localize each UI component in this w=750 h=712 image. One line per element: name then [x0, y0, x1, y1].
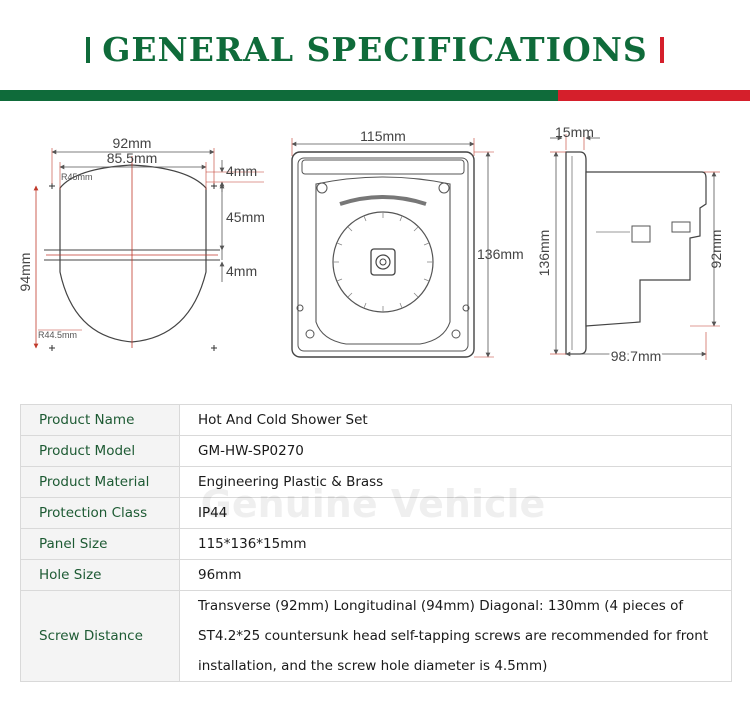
stripe-red — [558, 90, 750, 101]
page-title: GENERAL SPECIFICATIONS — [0, 30, 750, 69]
panel-screws — [296, 182, 470, 339]
spec-value: 115*136*15mm — [179, 528, 732, 560]
spec-value: GM-HW-SP0270 — [179, 435, 732, 467]
stripe-green — [0, 90, 558, 101]
cutout-shape — [59, 164, 207, 343]
dim-r45: R45mm — [61, 172, 93, 182]
dim-98-7: 98.7mm — [611, 348, 662, 364]
spec-label: Panel Size — [20, 528, 180, 560]
panel-front-drawing: 115mm — [291, 128, 524, 358]
dim-15: 15mm — [555, 124, 594, 140]
dim-92: 92mm — [113, 135, 152, 151]
dim-92-side: 92mm — [708, 230, 724, 269]
spec-value: IP44 — [179, 497, 732, 529]
dim-r44-5: R44.5mm — [38, 330, 77, 340]
dim-94: 94mm — [17, 253, 33, 292]
spec-value: Transverse (92mm) Longitudinal (94mm) Di… — [179, 590, 732, 682]
spec-label: Product Model — [20, 435, 180, 467]
header: GENERAL SPECIFICATIONS — [0, 0, 750, 102]
dim-136: 136mm — [477, 246, 524, 262]
dim-115: 115mm — [360, 128, 406, 144]
spec-value: Hot And Cold Shower Set — [179, 404, 732, 436]
dim-4-bottom: 4mm — [226, 263, 257, 279]
front-cutout-drawing: 92mm 85.5mm R45mm R44.5mm 94mm 4mm 45mm … — [17, 135, 265, 351]
dim-136-side: 136mm — [536, 230, 552, 277]
spec-label: Screw Distance — [20, 590, 180, 682]
dim-85-5: 85.5mm — [107, 150, 158, 166]
spec-label: Hole Size — [20, 559, 180, 591]
page-title-text: GENERAL SPECIFICATIONS — [102, 30, 648, 69]
title-bar-right — [659, 37, 664, 63]
drawings-svg: 92mm 85.5mm R45mm R44.5mm 94mm 4mm 45mm … — [17, 124, 724, 366]
spec-label: Product Material — [20, 466, 180, 498]
side-view-drawing: 15mm 136mm 92mm 98.7mm — [536, 124, 724, 366]
title-bar-left — [86, 37, 91, 63]
dim-4-top: 4mm — [226, 163, 257, 179]
dim-45: 45mm — [226, 209, 265, 225]
spec-label: Protection Class — [20, 497, 180, 529]
spec-value: Engineering Plastic & Brass — [179, 466, 732, 498]
spec-label: Product Name — [20, 404, 180, 436]
spec-value: 96mm — [179, 559, 732, 591]
technical-drawings: 92mm 85.5mm R45mm R44.5mm 94mm 4mm 45mm … — [0, 112, 750, 382]
dial-ticks — [333, 212, 433, 312]
